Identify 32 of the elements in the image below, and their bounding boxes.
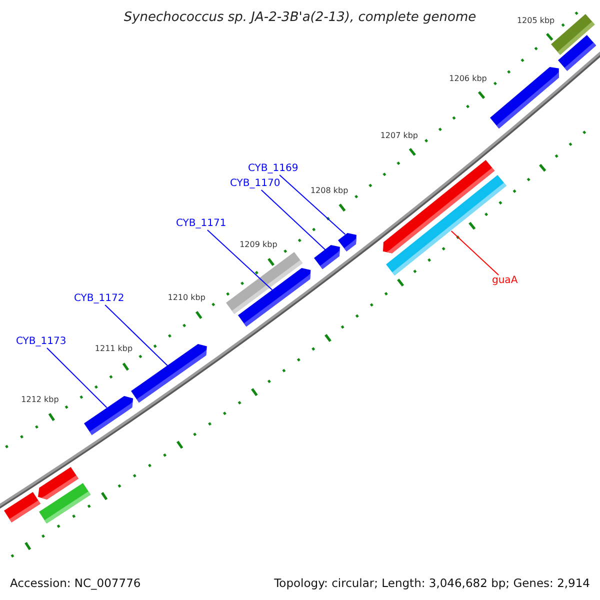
gene-block [314,245,340,270]
gene-label: CYB_1172 [74,293,124,305]
gene-label: CYB_1173 [16,336,66,348]
gene-block [338,232,357,251]
scale-label: 1205 kbp [516,16,555,26]
scale-label: 1212 kbp [21,394,59,405]
gene-bar [4,492,40,522]
gene-block [84,396,134,434]
leader-line [46,348,108,408]
gene-label: CYB_1169 [248,163,298,175]
gene-bar [39,482,91,524]
scale-label: 1208 kbp [310,186,348,196]
leader-line [260,190,326,250]
genome-summary: Topology: circular; Length: 3,046,682 bp; Genes: 2,914 [274,576,590,590]
gene-label: CYB_1170 [230,178,280,190]
gene-block [131,344,208,402]
gene-block [490,66,560,128]
gene-block [238,268,310,326]
gene-bar [386,174,507,276]
scale-label: 1211 kbp [94,344,133,354]
scale-label: 1209 kbp [240,240,278,250]
gene-label: guaA [492,275,518,287]
leader-line [104,304,168,366]
leader-line [450,230,500,276]
leader-line [206,230,273,290]
gene-bar [558,34,596,71]
scale-label: 1207 kbp [380,130,418,141]
accession-note: Accession: NC_007776 [10,576,141,590]
diagram-title: Synechococcus sp. JA-2-3B'a(2-13), complete genome [124,10,476,25]
scale-label: 1210 kbp [168,292,206,303]
leader-line [279,174,346,235]
gene-label: CYB_1171 [176,218,226,230]
